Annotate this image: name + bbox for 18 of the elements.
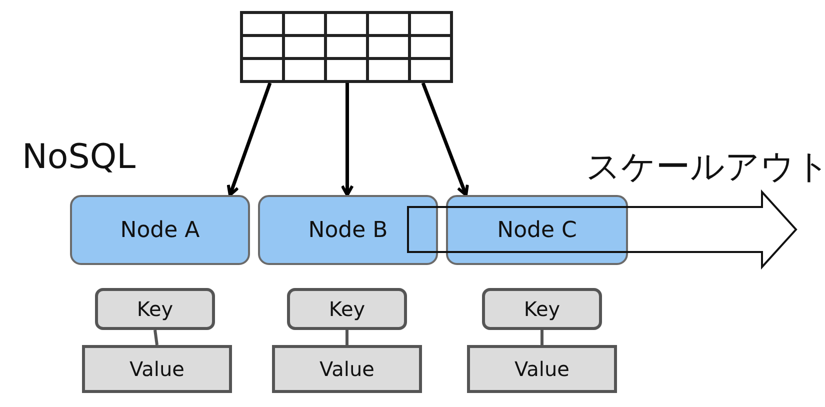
- arrow: [226, 82, 272, 196]
- table-icon: [240, 11, 453, 83]
- key-box: Key: [482, 288, 602, 330]
- value-box: Value: [272, 345, 422, 393]
- heading-label: NoSQL: [22, 140, 136, 174]
- arrow: [421, 82, 469, 196]
- connector-line: [346, 330, 348, 345]
- server-node-box: Node B: [258, 195, 438, 265]
- arrow: [340, 83, 354, 196]
- server-node-box: Node A: [70, 195, 250, 265]
- key-box: Key: [95, 288, 215, 330]
- server-node-box: Node C: [446, 195, 628, 265]
- key-box: Key: [287, 288, 407, 330]
- connector-line: [154, 330, 158, 346]
- connector-line: [540, 330, 544, 345]
- value-box: Value: [82, 345, 232, 393]
- arrow-label: スケールアウト: [586, 150, 825, 184]
- value-box: Value: [467, 345, 617, 393]
